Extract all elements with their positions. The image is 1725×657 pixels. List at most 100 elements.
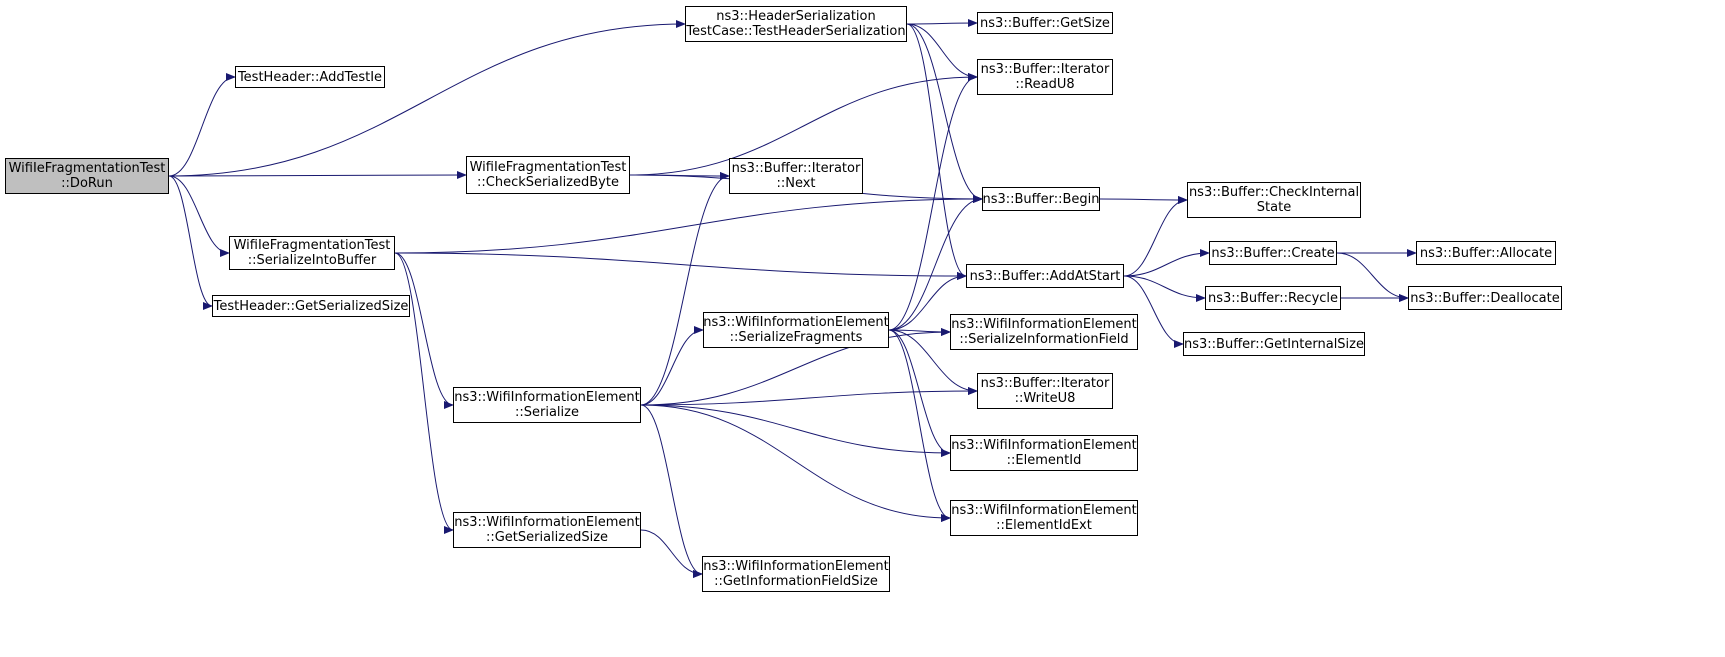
node-label-line: ns3::WifiInformationElement (703, 315, 889, 330)
edge-wie_serializefragments-to-buffer_begin (888, 195, 983, 331)
node-label-line: ns3::HeaderSerialization (716, 9, 876, 24)
node-label-line: ::SerializeFragments (729, 330, 863, 345)
node-label-line: ns3::WifiInformationElement (951, 503, 1137, 518)
node-label-line: ns3::Buffer::Begin (982, 191, 1100, 207)
node-label-line: ::DoRun (61, 176, 113, 191)
edge-testheaderserialization-to-buffer_begin (906, 23, 983, 203)
node-label-line: ns3::Buffer::Recycle (1207, 290, 1339, 306)
node-label-line: ::SerializeIntoBuffer (247, 253, 377, 268)
edge-dorun-to-testheaderserialization (168, 20, 686, 177)
edge-serializeintobuffer-to-buffer_begin (394, 195, 983, 254)
node-label-line: ns3::Buffer::CheckInternal (1188, 185, 1360, 200)
node-label-line: ns3::WifiInformationElement (454, 390, 640, 405)
node-label-line: ::ReadU8 (1015, 77, 1075, 92)
node-label-line: State (1256, 200, 1292, 215)
edge-wie_serializefragments-to-buffer_addatstart (888, 272, 967, 331)
edge-checkserializedbyte-to-iterator_next (629, 171, 730, 180)
edge-buffer_create-to-buffer_deallocate (1336, 252, 1409, 302)
node-wie-serializeinformationfield[interactable]: ns3::WifiInformationElement::SerializeIn… (950, 314, 1138, 350)
edge-buffer_addatstart-to-buffer_checkinternalstate (1123, 196, 1188, 277)
node-label-line: WifiIeFragmentationTest (469, 160, 627, 175)
node-label-line: ns3::Buffer::Create (1211, 245, 1335, 261)
node-wie-serialize[interactable]: ns3::WifiInformationElement::Serialize (453, 387, 641, 423)
node-serializeintobuffer[interactable]: WifiIeFragmentationTest::SerializeIntoBu… (229, 236, 395, 270)
edge-buffer_begin-to-buffer_checkinternalstate (1099, 195, 1188, 204)
edge-serializeintobuffer-to-wie_serialize (394, 252, 454, 409)
node-label-line: ns3::Buffer::GetSize (980, 15, 1110, 31)
edge-buffer_addatstart-to-buffer_recycle (1123, 275, 1206, 302)
edge-buffer_addatstart-to-buffer_create (1123, 249, 1210, 277)
edge-buffer_addatstart-to-buffer_getinternalsize (1123, 275, 1184, 348)
edge-wie_serializefragments-to-iterator_readu8 (888, 73, 978, 331)
node-label-line: ns3::Buffer::Iterator (980, 62, 1110, 77)
node-buffer-deallocate[interactable]: ns3::Buffer::Deallocate (1408, 286, 1562, 310)
node-label-line: ::Serialize (515, 405, 579, 420)
node-buffer-getinternalsize[interactable]: ns3::Buffer::GetInternalSize (1183, 332, 1365, 356)
node-label-line: ns3::WifiInformationElement (454, 515, 640, 530)
node-label-line: ns3::Buffer::GetInternalSize (1184, 336, 1364, 352)
edge-dorun-to-checkserializedbyte (168, 171, 467, 180)
node-label-line: ns3::Buffer::Iterator (980, 376, 1110, 391)
node-getserializedsize-th[interactable]: TestHeader::GetSerializedSize (212, 295, 410, 317)
node-label-line: ns3::WifiInformationElement (951, 317, 1137, 332)
edge-wie_serializefragments-to-iterator_writeu8 (888, 329, 978, 395)
node-buffer-addatstart[interactable]: ns3::Buffer::AddAtStart (966, 264, 1124, 288)
node-label-line: ns3::Buffer::Iterator (731, 161, 861, 176)
node-label-line: ::Next (776, 176, 816, 191)
node-addtestie[interactable]: TestHeader::AddTestIe (235, 66, 385, 88)
node-label-line: TestHeader::GetSerializedSize (213, 298, 409, 314)
edge-testheaderserialization-to-buffer_addatstart (906, 23, 967, 280)
edge-wie_serialize-to-iterator_writeu8 (640, 387, 978, 406)
node-label-line: ::CheckSerializedByte (477, 175, 619, 190)
node-label-line: ns3::Buffer::Allocate (1419, 245, 1553, 261)
node-label-line: TestCase::TestHeaderSerialization (686, 24, 906, 39)
edge-dorun-to-getserializedsize_th (168, 175, 213, 310)
edge-testheaderserialization-to-iterator_readu8 (906, 23, 978, 81)
node-wie-serializefragments[interactable]: ns3::WifiInformationElement::SerializeFr… (703, 312, 889, 348)
edge-dorun-to-addtestie (168, 73, 236, 177)
node-wie-getserializedsize[interactable]: ns3::WifiInformationElement::GetSerializ… (453, 512, 641, 548)
edge-wie_serialize-to-wie_getinformationfieldsize (640, 404, 703, 578)
edge-wie_serialize-to-wie_elementid (640, 404, 951, 457)
node-label-line: ::ElementId (1006, 453, 1082, 468)
edge-serializeintobuffer-to-buffer_addatstart (394, 252, 967, 280)
node-label-line: ::SerializeInformationField (959, 332, 1129, 347)
node-label-line: TestHeader::AddTestIe (237, 69, 383, 85)
edge-wie_serializefragments-to-wie_elementidext (888, 329, 951, 522)
node-wie-getinformationfieldsize[interactable]: ns3::WifiInformationElement::GetInformat… (702, 556, 890, 592)
edge-wie_serialize-to-wie_serializeinformationfield (640, 328, 951, 406)
node-label-line: ::WriteU8 (1014, 391, 1076, 406)
node-label-line: ::GetSerializedSize (485, 530, 609, 545)
node-label-line: WifiIeFragmentationTest (8, 161, 166, 176)
edge-wie_serialize-to-wie_serializefragments (640, 326, 704, 406)
edge-serializeintobuffer-to-wie_getserializedsize (394, 252, 454, 534)
node-checkserializedbyte[interactable]: WifiIeFragmentationTest::CheckSerialized… (466, 156, 630, 194)
node-label-line: ns3::WifiInformationElement (703, 559, 889, 574)
node-iterator-next[interactable]: ns3::Buffer::Iterator::Next (729, 158, 863, 194)
node-buffer-recycle[interactable]: ns3::Buffer::Recycle (1205, 286, 1341, 310)
node-buffer-create[interactable]: ns3::Buffer::Create (1209, 241, 1337, 265)
node-buffer-begin[interactable]: ns3::Buffer::Begin (982, 187, 1100, 211)
node-buffer-getsize[interactable]: ns3::Buffer::GetSize (977, 12, 1113, 34)
node-label-line: WifiIeFragmentationTest (233, 238, 391, 253)
node-buffer-allocate[interactable]: ns3::Buffer::Allocate (1416, 241, 1556, 265)
edge-wie_serialize-to-wie_elementidext (640, 404, 951, 522)
node-iterator-writeu8[interactable]: ns3::Buffer::Iterator::WriteU8 (977, 373, 1113, 409)
node-label-line: ns3::Buffer::AddAtStart (969, 268, 1121, 284)
edge-wie_serialize-to-iterator_next (640, 172, 730, 406)
edge-testheaderserialization-to-buffer_getsize (906, 19, 978, 28)
node-wie-elementidext[interactable]: ns3::WifiInformationElement::ElementIdEx… (950, 500, 1138, 536)
edge-checkserializedbyte-to-iterator_readu8 (629, 73, 978, 176)
node-wie-elementid[interactable]: ns3::WifiInformationElement::ElementId (950, 435, 1138, 471)
node-label-line: ::ElementIdExt (996, 518, 1092, 533)
edge-wie_getserializedsize-to-wie_getinformationfieldsize (640, 529, 703, 578)
node-label-line: ::GetInformationFieldSize (714, 574, 878, 589)
node-dorun: WifiIeFragmentationTest::DoRun (5, 158, 169, 194)
node-iterator-readu8[interactable]: ns3::Buffer::Iterator::ReadU8 (977, 59, 1113, 95)
edge-dorun-to-serializeintobuffer (168, 175, 230, 257)
node-label-line: ns3::Buffer::Deallocate (1410, 290, 1560, 306)
